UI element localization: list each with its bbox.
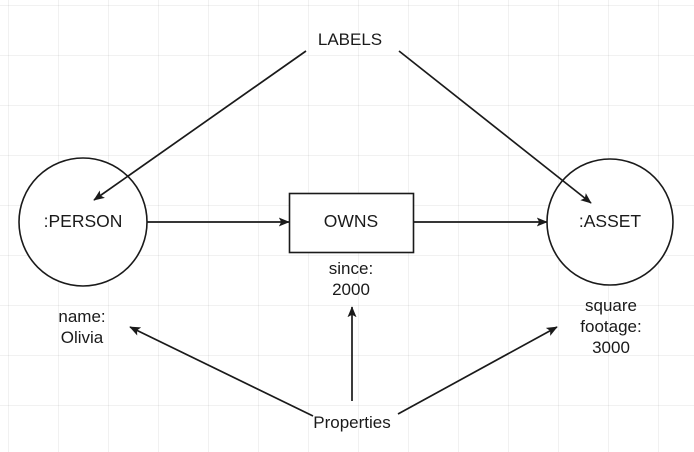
annotation-since: since: 2000	[328, 259, 374, 299]
edge-labels-to-asset	[398, 50, 592, 204]
annotation-labels: LABELS	[317, 30, 383, 49]
annotation-square-footage: square footage: 3000	[580, 296, 642, 357]
edge-properties-to-square-footage	[397, 326, 558, 415]
node-label-asset: :ASSET	[578, 211, 642, 231]
node-label-person: :PERSON	[43, 211, 123, 231]
edge-labels-to-person	[93, 50, 307, 201]
annotation-properties: Properties	[313, 413, 391, 432]
edge-properties-to-name	[129, 326, 314, 417]
annotation-name: name: Olivia	[58, 307, 106, 347]
node-label-owns: OWNS	[323, 211, 379, 231]
node-owns[interactable]	[288, 192, 415, 254]
